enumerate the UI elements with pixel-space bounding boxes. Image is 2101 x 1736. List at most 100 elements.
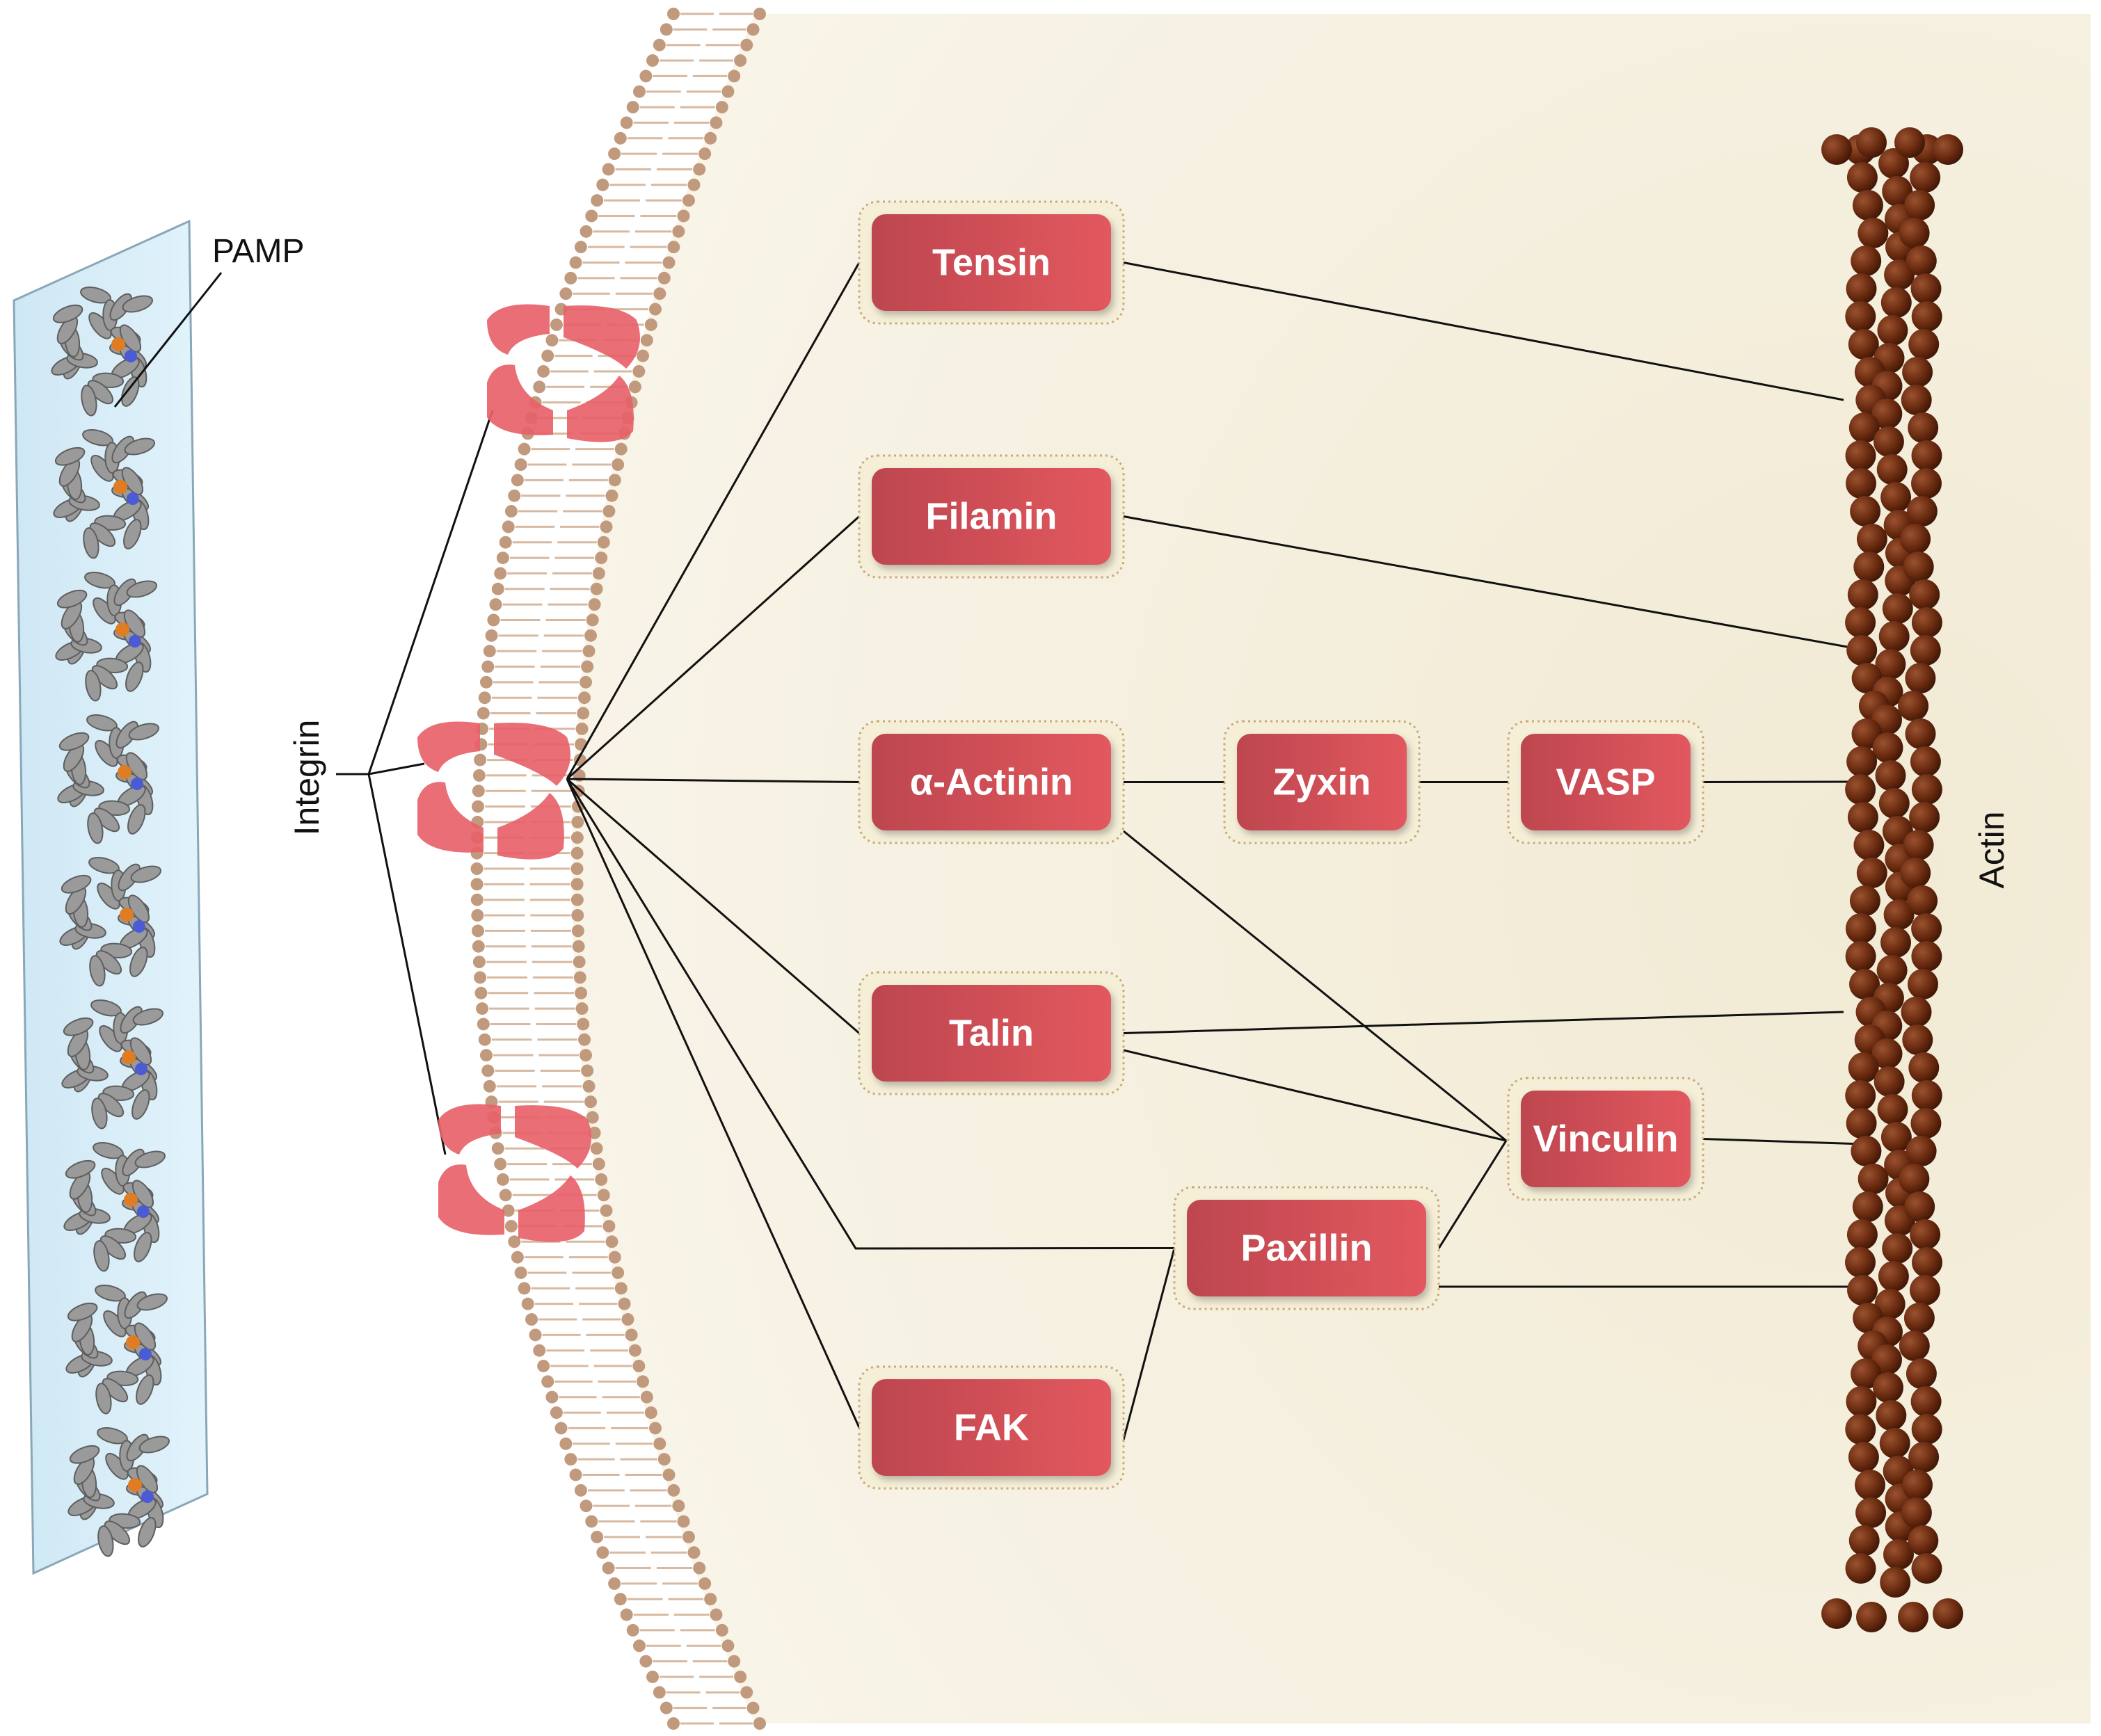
lipid-head xyxy=(569,256,582,269)
node-label-fak: FAK xyxy=(954,1407,1029,1449)
edge-talin-vinculin xyxy=(1123,1049,1507,1142)
lipid-head xyxy=(721,1639,735,1653)
lipid-head xyxy=(682,1530,695,1543)
node-label-filamin: Filamin xyxy=(925,496,1057,538)
lipid-head xyxy=(491,1142,504,1155)
node-label-paxillin: Paxillin xyxy=(1240,1228,1372,1269)
lipid-head xyxy=(595,1173,608,1186)
lipid-head xyxy=(614,131,627,145)
actin-monomer xyxy=(1877,315,1908,346)
lipid-head xyxy=(715,101,728,114)
edge-tensin-actin xyxy=(1123,262,1844,401)
lipid-head xyxy=(584,1095,598,1109)
lipid-head xyxy=(471,909,484,922)
actin-monomer xyxy=(1845,1247,1876,1278)
lipid-head xyxy=(667,8,680,20)
edge-paxillin-vinculin xyxy=(1437,1140,1508,1249)
lipid-head xyxy=(590,582,603,595)
lipid-head xyxy=(579,675,592,689)
lipid-head xyxy=(600,520,613,533)
lipid-head xyxy=(471,800,484,813)
lipid-head xyxy=(477,1018,490,1031)
pamp-ligand-atom xyxy=(133,920,145,933)
lipid-head xyxy=(687,178,701,191)
lipid-head xyxy=(753,8,766,20)
actin-monomer xyxy=(1878,1261,1909,1292)
actin-monomer xyxy=(1848,1525,1880,1556)
actin-monomer xyxy=(1908,412,1939,443)
edge-integrin-paxillin xyxy=(566,778,1175,1250)
lipid-head xyxy=(704,131,717,145)
node-label-vinculin: Vinculin xyxy=(1533,1118,1678,1160)
lipid-head xyxy=(667,241,680,254)
pamp-ligand-atom xyxy=(126,1335,140,1349)
actin-monomer xyxy=(1877,1094,1908,1125)
lipid-head xyxy=(595,552,608,565)
protein-helix xyxy=(81,385,97,417)
protein-helix xyxy=(124,437,156,456)
lipid-head xyxy=(682,194,695,207)
actin-monomer xyxy=(1847,802,1878,833)
integrin-alpha-subunit xyxy=(417,721,480,772)
actin-monomer xyxy=(1906,246,1937,276)
protein-helix xyxy=(56,589,88,609)
lipid-head xyxy=(470,878,484,891)
protein-helix xyxy=(128,723,160,741)
node-box xyxy=(872,1379,1111,1476)
protein-helix xyxy=(85,670,102,702)
protein-helix xyxy=(61,874,92,894)
integrin-bracket xyxy=(336,410,494,1155)
integrin-beta-subunit xyxy=(494,723,570,786)
pamp-leader-line xyxy=(113,272,223,408)
lipid-head xyxy=(545,1390,559,1404)
lipid-head xyxy=(590,1142,603,1155)
protein-helix xyxy=(130,865,162,883)
actin-monomer xyxy=(1876,454,1908,485)
edge-talin-actin xyxy=(1123,1011,1844,1034)
lipid-head xyxy=(508,1235,521,1248)
protein-helix xyxy=(52,304,83,323)
pamp-ligand-atom xyxy=(139,1348,152,1360)
actin-monomer xyxy=(1883,899,1915,930)
lipid-head xyxy=(677,209,690,223)
protein-helix xyxy=(54,447,86,466)
protein-helix xyxy=(95,1284,126,1302)
lipid-head xyxy=(580,225,593,238)
lipid-head xyxy=(740,38,753,51)
node-label-talin: Talin xyxy=(949,1013,1034,1054)
integrin-receptor xyxy=(438,1104,591,1242)
pamp-ligand-atom xyxy=(135,1063,147,1075)
lipid-head xyxy=(605,489,618,502)
lipid-head xyxy=(614,442,628,456)
lipid-head xyxy=(476,1002,489,1015)
lipid-head xyxy=(605,1235,618,1248)
lipid-head xyxy=(596,1546,609,1559)
protein-helix xyxy=(58,732,90,751)
lipid-head xyxy=(612,1266,625,1279)
lipid-head xyxy=(639,70,653,83)
pamp-ligand-atom xyxy=(129,635,141,648)
actin-monomer xyxy=(1907,885,1938,916)
lipid-head xyxy=(481,1064,495,1077)
lipid-head xyxy=(578,691,591,705)
lipid-head xyxy=(496,1173,509,1186)
pamp-ligand-atom xyxy=(127,492,139,505)
lipid-head xyxy=(582,1079,596,1093)
lipid-head xyxy=(533,380,546,394)
node-actinin: α-Actinin xyxy=(858,720,1125,844)
actin-monomer xyxy=(1899,218,1930,248)
actin-monomer xyxy=(1899,1331,1930,1361)
actin-monomer xyxy=(1845,301,1876,332)
lipid-head xyxy=(602,505,616,518)
lipid-head xyxy=(672,225,685,238)
lipid-head xyxy=(584,629,598,642)
node-zyxin: Zyxin xyxy=(1223,720,1421,844)
actin-monomer xyxy=(1906,1136,1937,1166)
lipid-head xyxy=(618,1297,631,1310)
actin-monomer xyxy=(1901,1497,1932,1528)
actin-monomer xyxy=(1846,273,1877,304)
lipid-head xyxy=(640,1390,653,1404)
node-fak: FAK xyxy=(858,1365,1125,1490)
protein-helix xyxy=(69,1445,100,1464)
